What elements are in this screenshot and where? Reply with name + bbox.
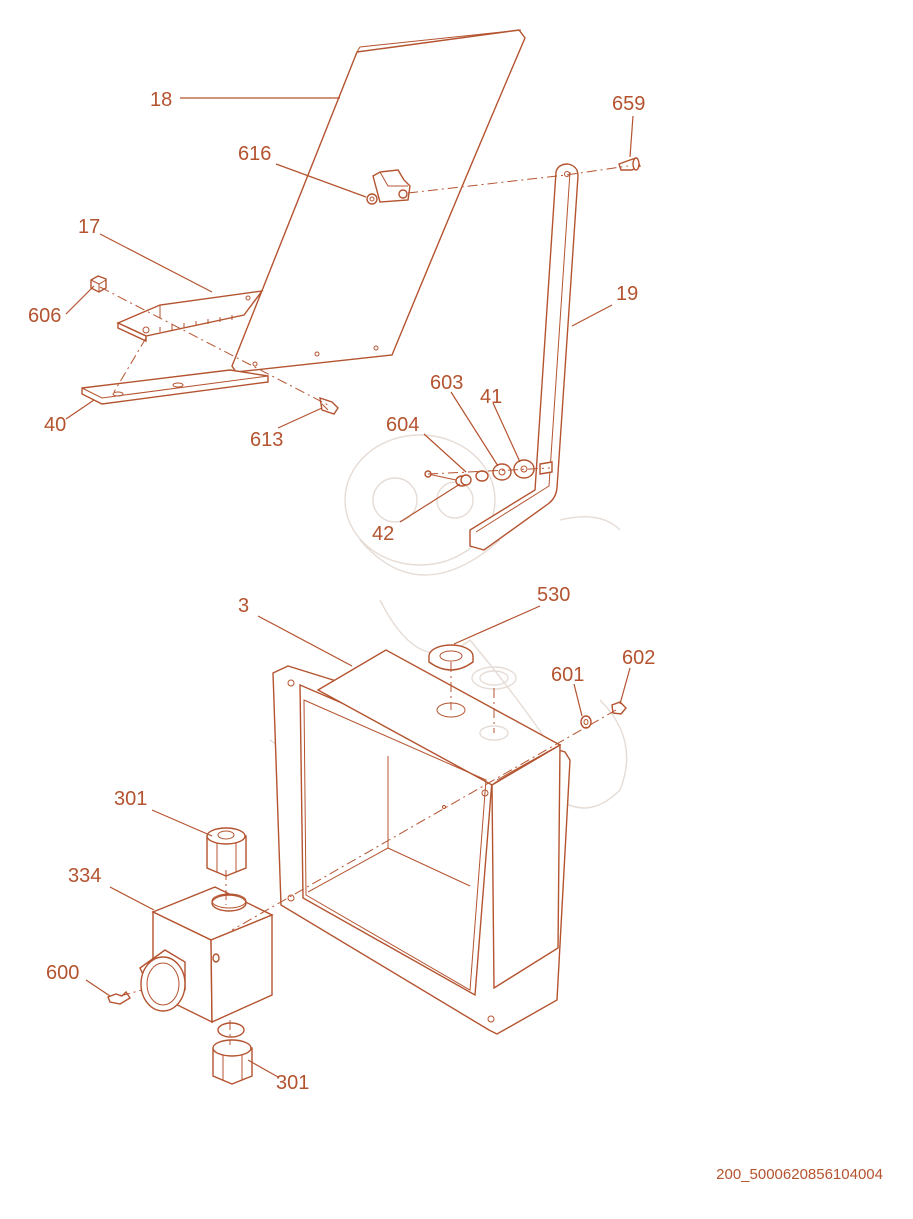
leader-lines bbox=[65, 97, 634, 1078]
assembly-centerlines bbox=[99, 165, 629, 1045]
label-530: 530 bbox=[537, 584, 570, 606]
label-301-upper: 301 bbox=[114, 788, 147, 810]
label-659: 659 bbox=[612, 93, 645, 115]
parts-604-42-603-41-hardware bbox=[424, 459, 553, 487]
part-3-housing bbox=[272, 649, 571, 1035]
label-42: 42 bbox=[372, 523, 394, 545]
label-3: 3 bbox=[238, 595, 249, 617]
label-17: 17 bbox=[78, 216, 100, 238]
label-301-lower: 301 bbox=[276, 1072, 309, 1094]
part-40-flat-bar bbox=[81, 369, 269, 405]
part-301-upper-nut bbox=[206, 827, 247, 877]
part-613-screw bbox=[319, 396, 339, 415]
part-301-lower-nut bbox=[212, 1039, 253, 1085]
label-616: 616 bbox=[238, 143, 271, 165]
label-606: 606 bbox=[28, 305, 61, 327]
part-616-bracket bbox=[366, 169, 411, 205]
part-659-pin bbox=[618, 157, 641, 171]
label-41: 41 bbox=[480, 386, 502, 408]
part-19-lever-arm bbox=[469, 163, 579, 551]
part-labels: 18 659 616 17 19 606 40 613 603 41 604 4… bbox=[28, 89, 655, 1094]
label-613: 613 bbox=[250, 429, 283, 451]
label-604: 604 bbox=[386, 414, 419, 436]
label-19: 19 bbox=[616, 283, 638, 305]
parts-601-602-washer-nut bbox=[580, 701, 627, 729]
label-602: 602 bbox=[622, 647, 655, 669]
drawing-code: 200_5000620856104004 bbox=[716, 1166, 883, 1183]
part-17-slotted-bracket bbox=[116, 290, 264, 343]
label-601: 601 bbox=[551, 664, 584, 686]
label-334: 334 bbox=[68, 865, 101, 887]
label-18: 18 bbox=[150, 89, 172, 111]
part-606-nut bbox=[90, 275, 107, 293]
label-600: 600 bbox=[46, 962, 79, 984]
label-40: 40 bbox=[44, 414, 66, 436]
part-334-block bbox=[139, 886, 274, 1038]
label-603: 603 bbox=[430, 372, 463, 394]
part-18-plate bbox=[231, 29, 526, 373]
